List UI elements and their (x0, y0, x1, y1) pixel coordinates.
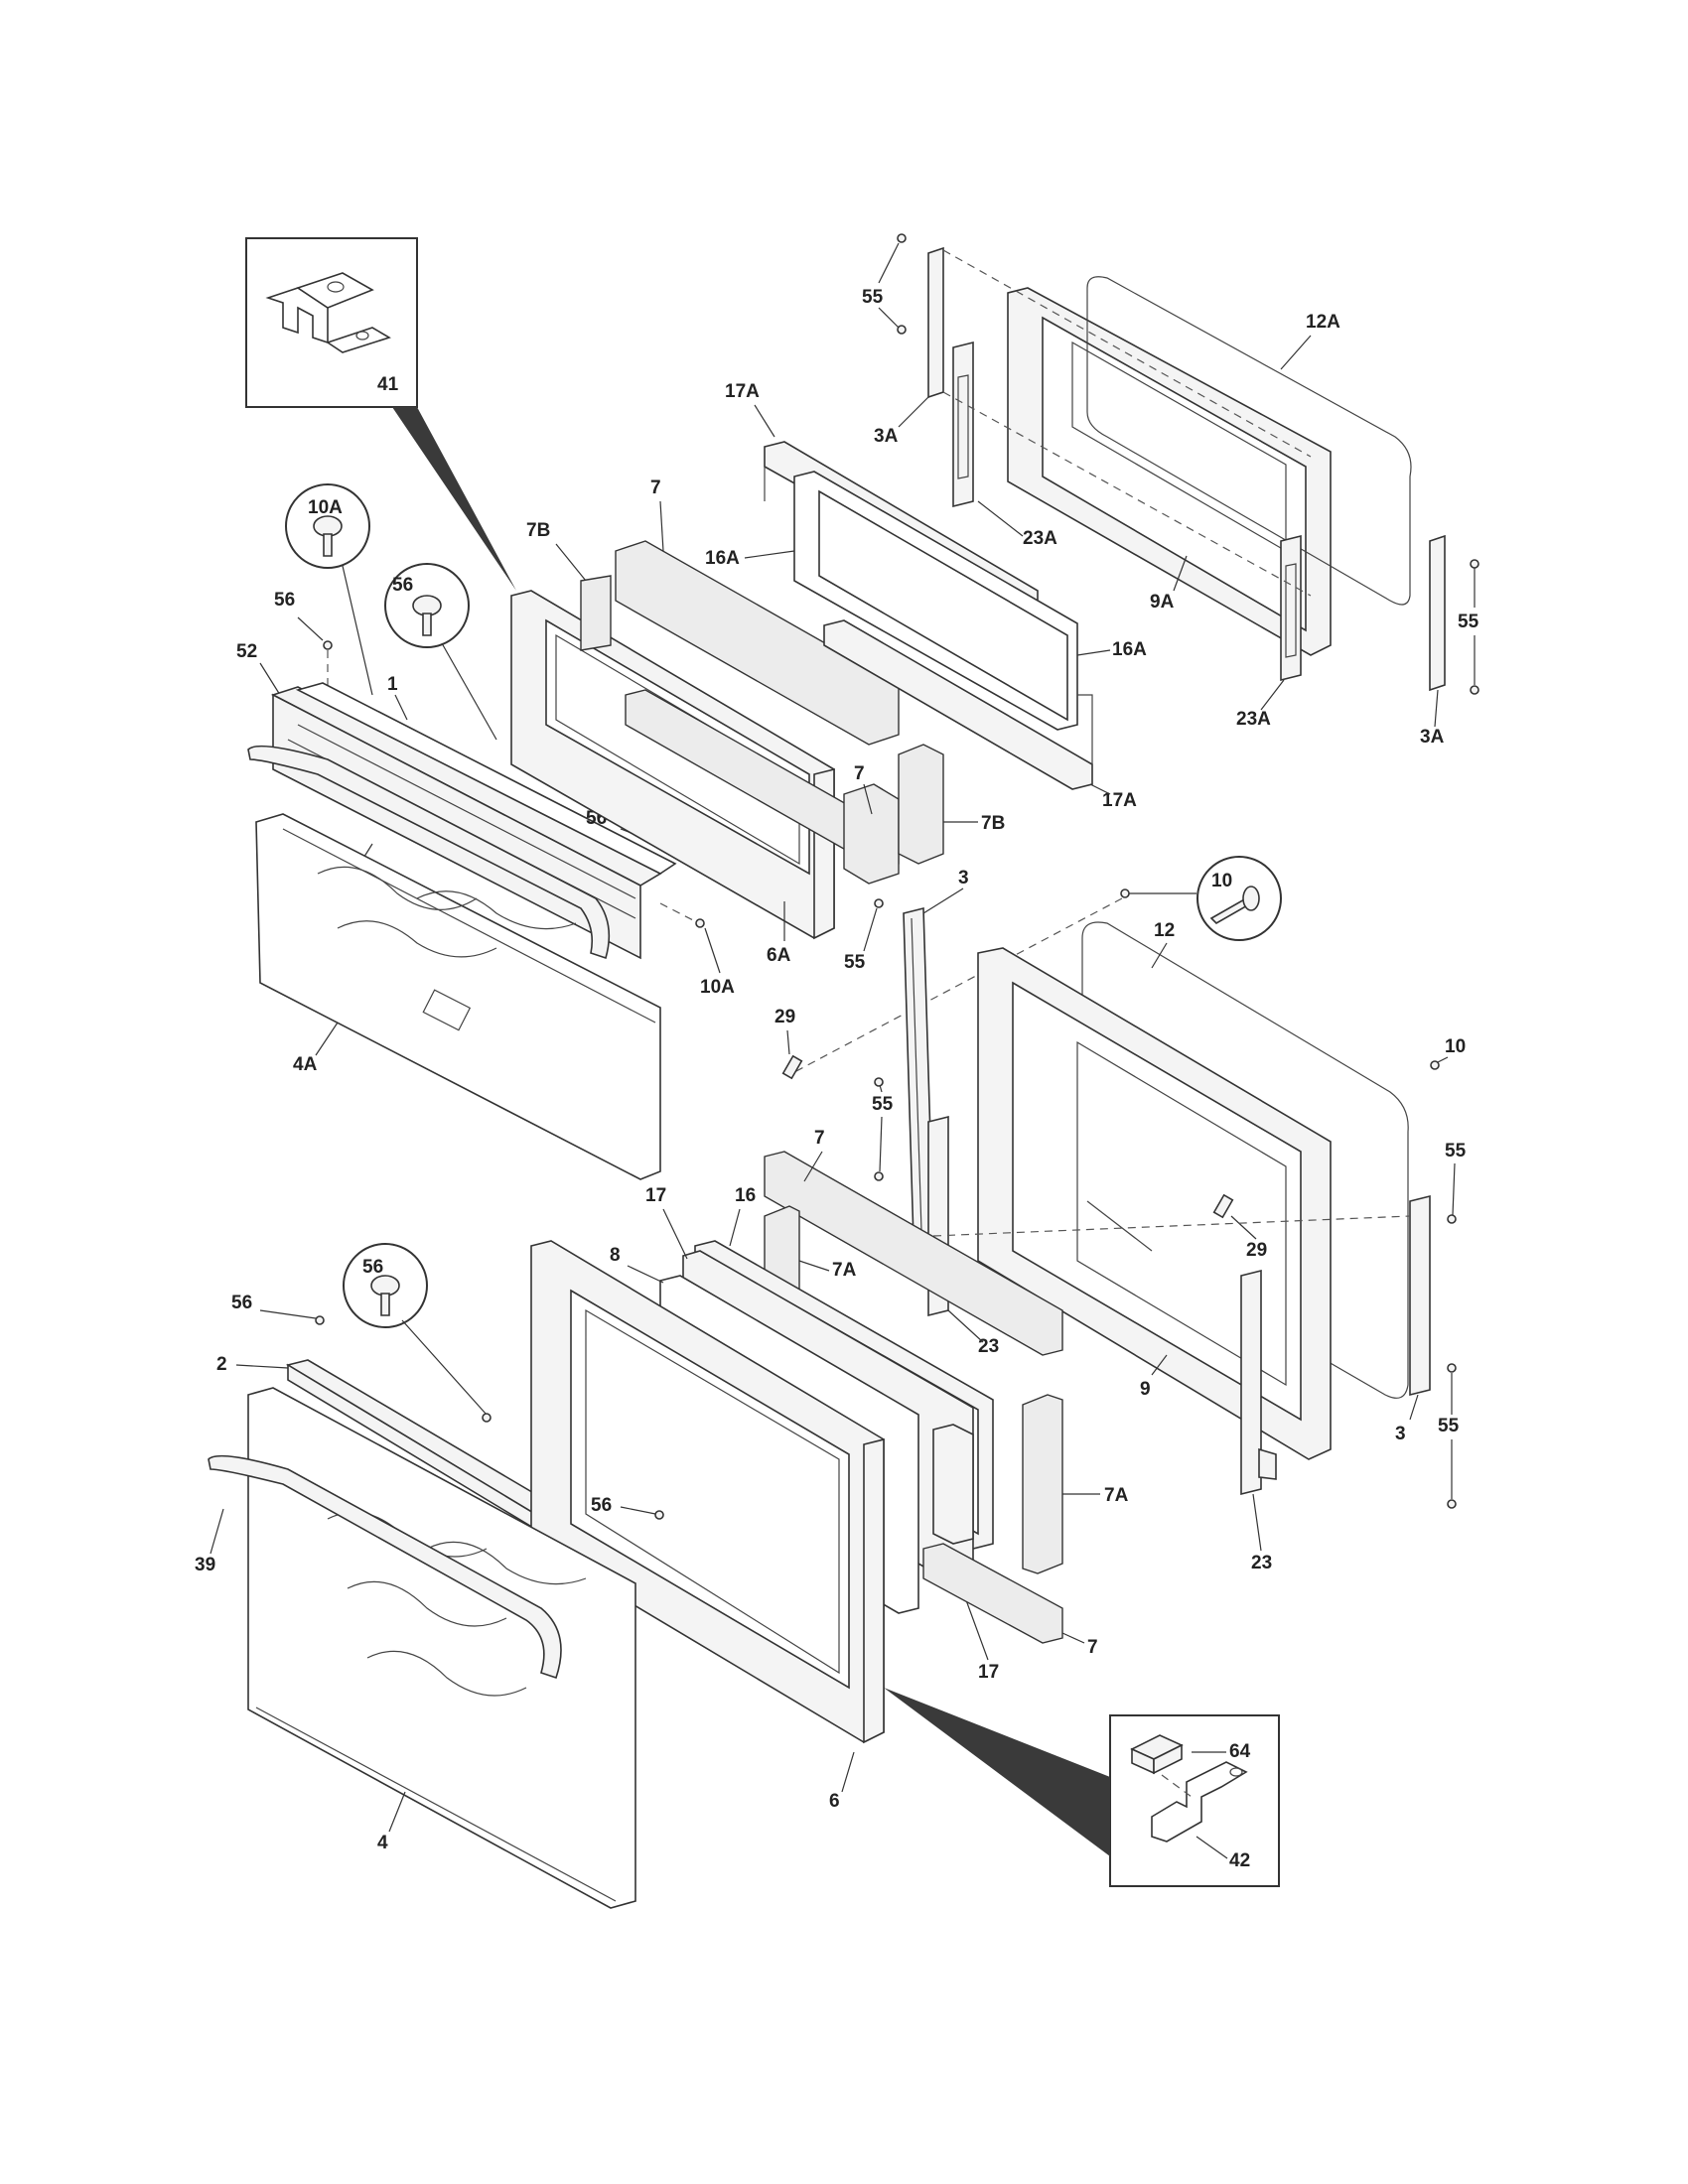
callout-56-upper-left: 56 (274, 590, 295, 611)
callout-55-top-left: 55 (862, 287, 884, 308)
callout-42: 42 (1229, 1850, 1250, 1871)
callout-17-top: 17 (645, 1185, 666, 1206)
callout-7B-upper: 7B (526, 520, 550, 541)
callout-55-mid-a: 55 (844, 952, 866, 973)
callout-56-lower-mid: 56 (591, 1495, 612, 1516)
callout-3-bottom: 3 (1395, 1424, 1406, 1444)
callout-16: 16 (735, 1185, 756, 1206)
callout-2: 2 (216, 1354, 227, 1375)
callout-1: 1 (387, 674, 398, 695)
callout-64: 64 (1229, 1741, 1251, 1762)
callout-7-lower-b: 7 (1087, 1637, 1098, 1658)
callout-7A-lower: 7A (1104, 1485, 1129, 1506)
callout-23-right: 23 (1251, 1553, 1272, 1573)
callout-12: 12 (1154, 920, 1175, 941)
callout-7-lower-a: 7 (814, 1128, 825, 1149)
callout-23A-top: 23A (1023, 528, 1057, 549)
callout-29-left: 29 (774, 1007, 795, 1027)
callout-10A-top: 10A (308, 497, 343, 518)
callout-55-right-b: 55 (1438, 1416, 1460, 1436)
callout-23-left: 23 (978, 1336, 999, 1357)
callout-56-lower-left: 56 (231, 1293, 252, 1313)
callout-17A-top: 17A (725, 381, 760, 402)
callout-8: 8 (610, 1245, 621, 1266)
callout-10-right: 10 (1445, 1036, 1466, 1057)
upper-glass-liner-assembly: 17A 16A 16A 17A 9A 12A 23A 23A 3 (705, 233, 1479, 811)
callout-4: 4 (377, 1833, 388, 1853)
callout-41: 41 (377, 374, 399, 395)
upper-inner-frame-assembly: 7B 6A 7 7 7B (510, 478, 1005, 966)
callout-7A-upper: 7A (832, 1260, 857, 1281)
callout-7-upper-b: 7 (854, 763, 865, 784)
callout-3A-bottom: 3A (1420, 727, 1445, 748)
callout-39-lower: 39 (195, 1555, 215, 1575)
callout-3A-top: 3A (874, 426, 899, 447)
callout-16A-right: 16A (1112, 639, 1147, 660)
callout-6A: 6A (767, 945, 791, 966)
callout-17-bottom: 17 (978, 1662, 999, 1683)
callout-29-right: 29 (1246, 1240, 1267, 1261)
callout-3-top: 3 (958, 868, 969, 888)
callout-9A: 9A (1150, 592, 1175, 613)
main-door-front-assembly: 56 56 2 6 56 4 39 (195, 1240, 885, 1909)
callout-4A: 4A (293, 1054, 318, 1075)
callout-52: 52 (236, 641, 257, 662)
callout-55-top-right: 55 (1458, 612, 1479, 632)
upper-drawer-assembly: 10A 56 56 52 1 39 4A 56 (236, 483, 735, 1180)
inset-clip-64-42: 64 42 (884, 1688, 1280, 1887)
callout-16A-left: 16A (705, 548, 740, 569)
callout-9: 9 (1140, 1379, 1151, 1400)
callout-10A-bottom: 10A (700, 977, 735, 998)
inset-bracket-41: 41 (245, 237, 516, 591)
callout-7B-lower: 7B (981, 813, 1005, 834)
callout-56-circle-lower: 56 (362, 1257, 383, 1278)
callout-12A: 12A (1306, 312, 1340, 333)
callout-6: 6 (829, 1791, 840, 1812)
callout-55-right-a: 55 (1445, 1141, 1467, 1161)
callout-10-circle: 10 (1211, 871, 1232, 891)
main-door-liner-assembly: 10 12 9 29 29 10 3 3 23 (774, 856, 1467, 1573)
callout-56-circle-upper: 56 (392, 575, 413, 596)
callout-7-upper-a: 7 (650, 478, 661, 498)
callout-55-mid-b: 55 (872, 1094, 894, 1115)
callout-23A-bottom: 23A (1236, 709, 1271, 730)
callout-17A-bottom: 17A (1102, 790, 1137, 811)
